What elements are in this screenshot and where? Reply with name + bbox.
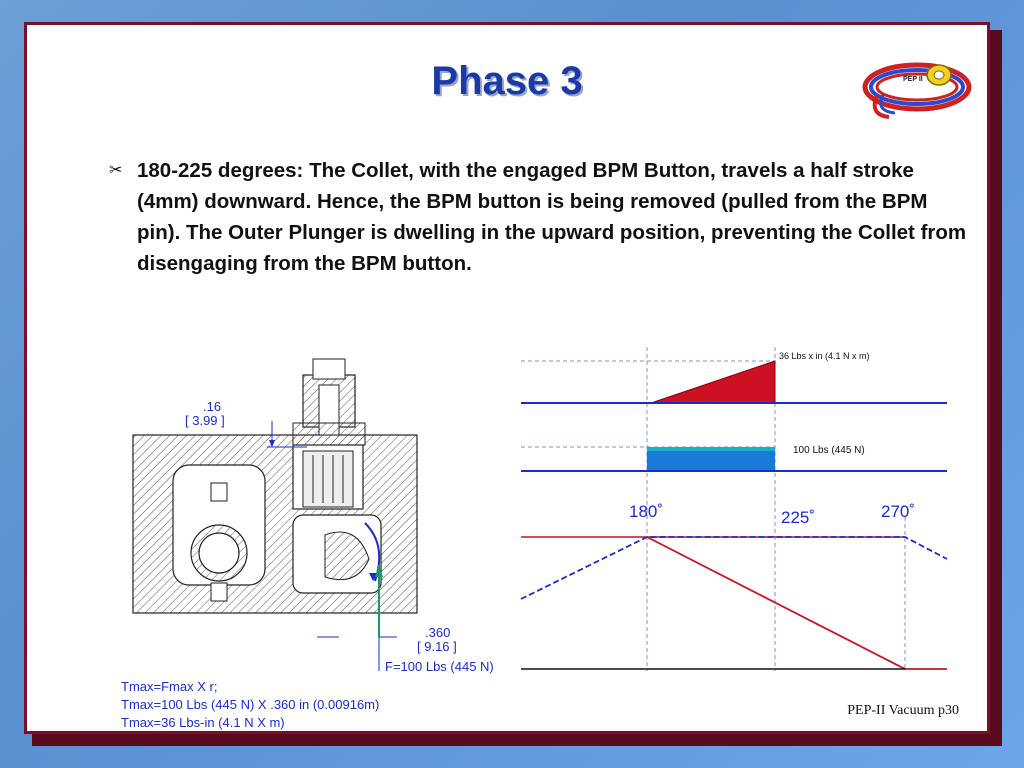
equation-2: Tmax=100 Lbs (445 N) X .360 in (0.00916m… <box>121 697 379 712</box>
deg-180-label: 180˚ <box>629 502 663 521</box>
housing <box>132 434 418 614</box>
slide-title: Phase 3 <box>431 59 583 103</box>
force-value-label: 100 Lbs (445 N) <box>793 445 865 456</box>
pep-ii-logo: PEP II <box>862 62 972 119</box>
timing-diagram: 36 Lbs x in (4.1 N x m) 100 Lbs (445 N) … <box>520 347 948 671</box>
dim-top-inch: .16 <box>203 399 221 414</box>
plunger-curve <box>520 536 948 600</box>
collet-curve <box>646 536 947 670</box>
top-fitting <box>292 358 366 446</box>
mechanism-drawing: .16 [ 3.99 ] .360 [ 9.16 ] F=100 Lbs (44… <box>121 358 494 730</box>
deg-270-label: 270˚ <box>881 502 915 521</box>
slide-footer: PEP-II Vacuum p30 <box>847 703 959 718</box>
torque-ramp <box>650 360 776 404</box>
logo-text: PEP II <box>903 76 923 83</box>
dim-top-mm: [ 3.99 ] <box>185 413 225 428</box>
bullet-item: ✂ 180-225 degrees: The Collet, with the … <box>109 155 969 279</box>
force-label: F=100 Lbs (445 N) <box>385 659 494 674</box>
equation-1: Tmax=Fmax X r; <box>121 679 217 694</box>
dim-bottom-mm: [ 9.16 ] <box>417 639 457 654</box>
scissors-icon: ✂ <box>109 162 123 179</box>
bullet-text: 180-225 degrees: The Collet, with the en… <box>137 159 967 275</box>
deg-225-label: 225˚ <box>781 508 815 527</box>
dim-bottom-inch: .360 <box>425 625 450 640</box>
slide: Phase 3 PEP II ✂ 180-225 degrees: The Co… <box>24 22 990 734</box>
equation-3: Tmax=36 Lbs-in (4.1 N X m) <box>121 715 285 730</box>
torque-value-label: 36 Lbs x in (4.1 N x m) <box>779 351 870 361</box>
